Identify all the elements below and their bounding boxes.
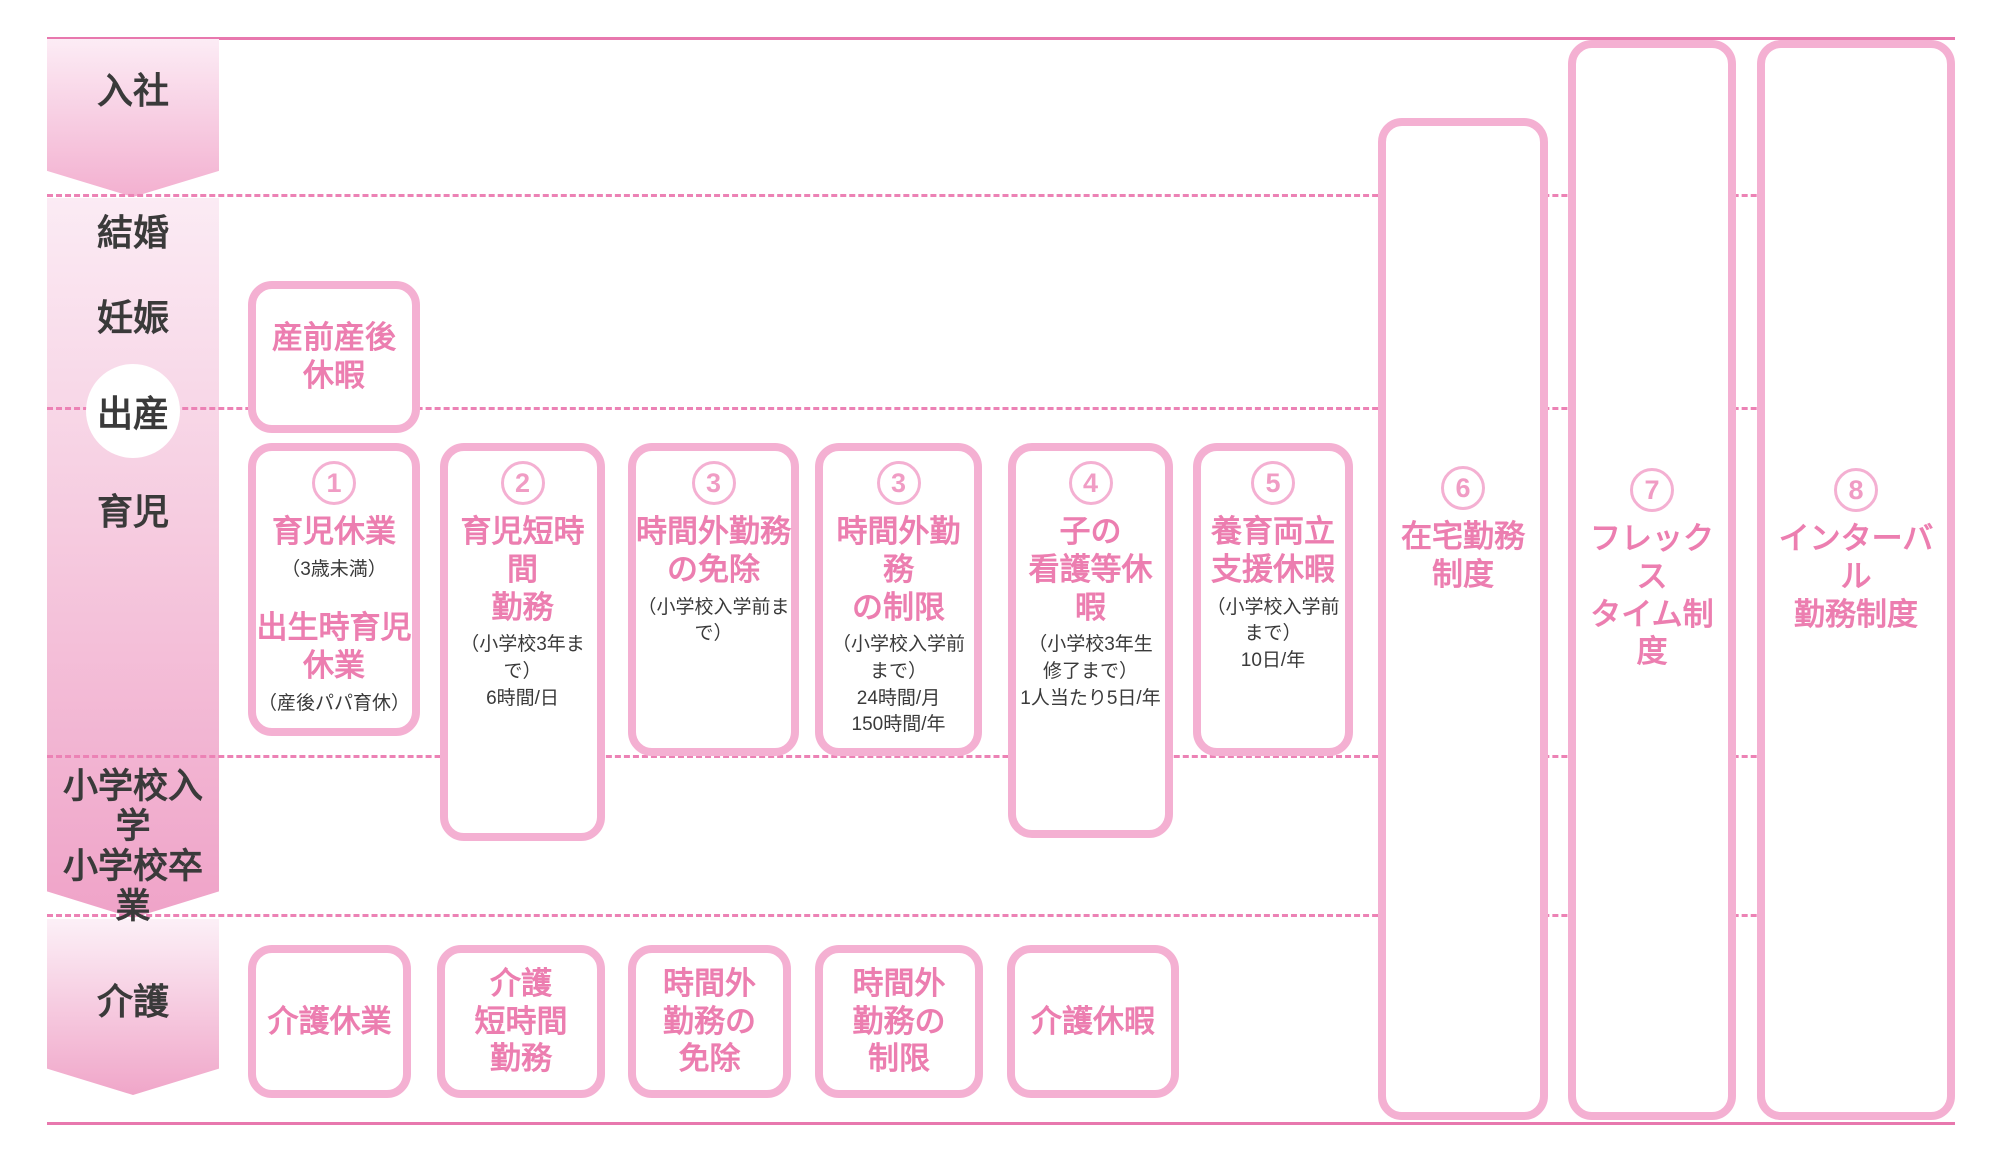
program-box-childrearing-support-leave: 5 養育両立 支援休暇 （小学校入学前まで） 10日/年 xyxy=(1193,443,1353,756)
program-note: （小学校3年まで） 6時間/日 xyxy=(460,634,585,709)
program-box-interval-work-system: 8 インターバル 勤務制度 xyxy=(1757,40,1955,1120)
life-stage-label-school-entry: 小学校入学 xyxy=(62,767,203,847)
top-frame-line xyxy=(47,37,1955,40)
program-note: （小学校入学前まで） 24時間/月 150時間/年 xyxy=(831,634,965,736)
program-title: 介護休暇 xyxy=(1031,1003,1155,1039)
life-stage-ribbon-segment-joining xyxy=(47,39,219,197)
program-title: 介護休業 xyxy=(267,1003,392,1039)
program-box-care-leave: 介護休業 xyxy=(248,945,411,1098)
life-stage-label-marriage: 結婚 xyxy=(96,212,169,253)
circled-number: 4 xyxy=(1068,461,1113,505)
life-stage-label-care: 介護 xyxy=(96,981,169,1022)
circled-number: 3 xyxy=(876,461,921,505)
circled-number: 1 xyxy=(312,461,356,505)
program-title: 養育両立 支援休暇 xyxy=(1211,514,1335,587)
circled-number: 2 xyxy=(500,461,545,505)
program-box-overtime-limit-childcare: 3 時間外勤務 の制限 （小学校入学前まで） 24時間/月 150時間/年 xyxy=(815,443,982,756)
program-box-telework-system: 6 在宅勤務 制度 xyxy=(1378,118,1548,1120)
program-title: 産前産後 休暇 xyxy=(272,320,396,393)
program-title: 時間外勤務 の制限 xyxy=(836,514,961,625)
divider-at-school-entry xyxy=(47,755,1955,758)
program-title: 育児短時間 勤務 xyxy=(460,514,585,625)
program-box-child-nursing-leave: 4 子の 看護等休暇 （小学校3年生 修了まで） 1人当たり5日/年 xyxy=(1008,443,1173,838)
program-title: インターバル 勤務制度 xyxy=(1778,521,1934,632)
program-title: 子の 看護等休暇 xyxy=(1028,514,1153,625)
program-box-content: 8 インターバル 勤務制度 xyxy=(1765,458,1947,633)
program-title: 時間外 勤務の 制限 xyxy=(852,965,946,1077)
circled-number: 3 xyxy=(691,461,736,505)
program-box-flextime-system: 7 フレックス タイム制度 xyxy=(1568,40,1736,1120)
program-box-content: 7 フレックス タイム制度 xyxy=(1576,458,1728,671)
life-stage-ribbon-segment-family xyxy=(47,198,219,918)
program-box-care-day-off: 介護休暇 xyxy=(1007,945,1179,1098)
program-box-care-short-hours: 介護 短時間 勤務 xyxy=(437,945,605,1098)
program-note: （産後パパ育休） xyxy=(257,693,410,715)
program-note: （小学校入学前まで） 10日/年 xyxy=(1206,596,1340,671)
program-box-overtime-limit-care: 時間外 勤務の 制限 xyxy=(815,945,983,1098)
program-title: フレックス タイム制度 xyxy=(1590,521,1714,670)
circled-number: 6 xyxy=(1441,466,1485,510)
program-title: 在宅勤務 制度 xyxy=(1401,519,1525,592)
life-stage-label-birth: 出産 xyxy=(96,393,169,434)
life-stage-label-childcare: 育児 xyxy=(96,491,169,532)
circled-number: 5 xyxy=(1251,461,1295,505)
circled-number: 7 xyxy=(1630,468,1674,512)
program-note: （小学校入学前まで） xyxy=(637,596,790,645)
bottom-frame-line xyxy=(47,1122,1955,1125)
divider-at-birth xyxy=(47,407,1955,410)
program-box-childcare-short-hours: 2 育児短時間 勤務 （小学校3年まで） 6時間/日 xyxy=(440,443,605,841)
program-title: 育児休業 xyxy=(272,514,396,549)
program-title: 介護 短時間 勤務 xyxy=(474,965,568,1077)
life-stage-label-school-graduation: 小学校卒業 xyxy=(62,847,203,927)
program-box-childcare-leave: 1 育児休業 （3歳未満） 出生時育児 休業 （産後パパ育休） xyxy=(248,443,420,736)
program-box-maternity-leave: 産前産後 休暇 xyxy=(248,281,420,433)
divider-at-school-graduation xyxy=(47,914,1955,917)
program-box-overtime-exemption-care: 時間外 勤務の 免除 xyxy=(628,945,791,1098)
program-note: （3歳未満） xyxy=(281,558,387,580)
program-title: 時間外勤務 の免除 xyxy=(636,514,791,587)
life-stage-ribbon-segment-care xyxy=(47,919,219,1095)
program-box-content: 6 在宅勤務 制度 xyxy=(1386,456,1540,594)
life-stage-birth-circle: 出産 xyxy=(86,364,180,458)
program-box-overtime-exemption-childcare: 3 時間外勤務 の免除 （小学校入学前まで） xyxy=(628,443,799,756)
life-stage-label-pregnancy: 妊娠 xyxy=(96,297,169,338)
program-subtitle: 出生時育児 休業 xyxy=(256,610,412,684)
circled-number: 8 xyxy=(1834,468,1878,512)
life-stage-label-joining: 入社 xyxy=(96,70,169,111)
program-title: 時間外 勤務の 免除 xyxy=(663,965,756,1077)
program-note: （小学校3年生 修了まで） 1人当たり5日/年 xyxy=(1020,634,1161,709)
divider-after-joining xyxy=(47,194,1955,197)
